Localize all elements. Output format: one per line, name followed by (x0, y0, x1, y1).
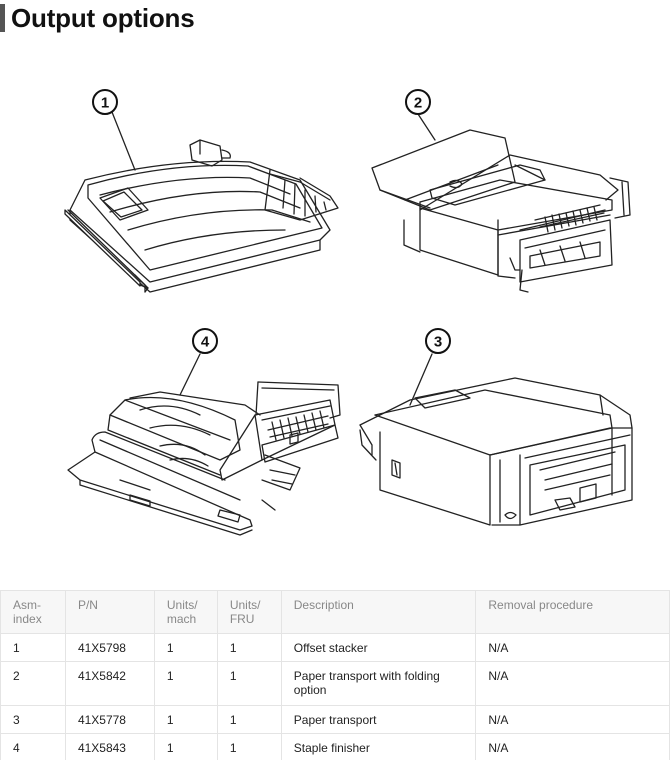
page-title: Output options (11, 2, 195, 33)
callout-4-icon: 4 (192, 328, 218, 354)
title-accent-bar (0, 4, 5, 32)
cell-units-mach: 1 (153, 633, 218, 662)
callout-3-icon: 3 (425, 328, 451, 354)
callout-1-icon: 1 (92, 89, 118, 115)
svg-text:1: 1 (101, 95, 109, 112)
cell-pn: 41X5843 (64, 733, 155, 760)
cell-asm-index: 4 (0, 733, 66, 760)
cell-removal: N/A (475, 733, 670, 760)
header-units-mach: Units/ mach (153, 590, 218, 634)
offset-stacker-image (64, 139, 339, 293)
cell-units-fru: 1 (216, 661, 282, 706)
cell-units-fru: 1 (216, 705, 282, 734)
paper-transport-folding-image (371, 129, 631, 293)
cell-description: Staple finisher (280, 733, 477, 760)
cell-asm-index: 2 (0, 661, 66, 706)
cell-asm-index: 3 (0, 705, 66, 734)
staple-finisher-image (67, 381, 341, 536)
cell-units-mach: 1 (153, 705, 218, 734)
output-options-illustration: 1 2 4 3 (64, 89, 633, 536)
callout-2-icon: 2 (405, 89, 431, 115)
cell-removal: N/A (475, 633, 670, 662)
cell-pn: 41X5798 (64, 633, 155, 662)
header-description: Description (280, 590, 477, 634)
cell-units-fru: 1 (216, 733, 282, 760)
header-asm-index: Asm- index (0, 590, 66, 634)
table-row: 2 41X5842 1 1 Paper transport with foldi… (0, 661, 670, 706)
cell-description: Paper transport (280, 705, 477, 734)
header-removal-procedure: Removal procedure (475, 590, 670, 634)
svg-text:3: 3 (434, 334, 442, 351)
cell-description: Offset stacker (280, 633, 477, 662)
cell-removal: N/A (475, 705, 670, 734)
table-row: 4 41X5843 1 1 Staple finisher N/A (0, 733, 670, 760)
table-row: 1 41X5798 1 1 Offset stacker N/A (0, 633, 670, 662)
header-pn: P/N (64, 590, 155, 634)
cell-description: Paper transport with folding option (280, 661, 477, 706)
cell-asm-index: 1 (0, 633, 66, 662)
header-units-fru: Units/ FRU (216, 590, 282, 634)
table-header-row: Asm- index P/N Units/ mach Units/ FRU De… (0, 590, 670, 634)
table-row: 3 41X5778 1 1 Paper transport N/A (0, 705, 670, 734)
svg-text:4: 4 (201, 334, 210, 351)
cell-pn: 41X5778 (64, 705, 155, 734)
page-title-bar: Output options (0, 2, 195, 33)
parts-table: Asm- index P/N Units/ mach Units/ FRU De… (0, 590, 670, 760)
cell-pn: 41X5842 (64, 661, 155, 706)
paper-transport-image (359, 377, 633, 526)
cell-removal: N/A (475, 661, 670, 706)
cell-units-mach: 1 (153, 661, 218, 706)
cell-units-fru: 1 (216, 633, 282, 662)
svg-text:2: 2 (414, 95, 422, 112)
cell-units-mach: 1 (153, 733, 218, 760)
